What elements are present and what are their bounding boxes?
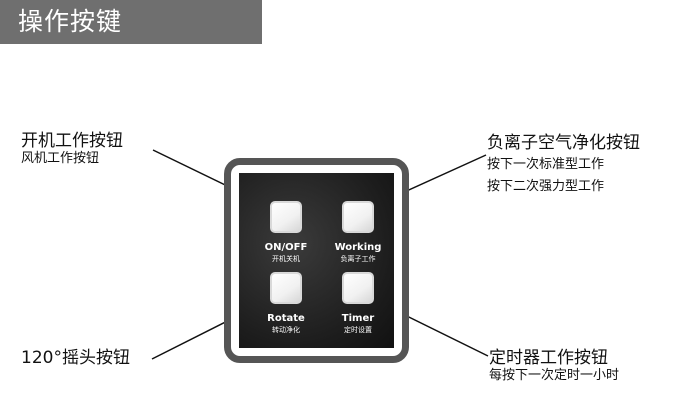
timer-button[interactable]	[342, 272, 374, 304]
annotation-power-sub: 风机工作按钮	[21, 151, 123, 167]
power-button-label: ON/OFF 开机关机	[246, 242, 326, 264]
working-button-label-cn: 负离子工作	[318, 254, 398, 264]
annotation-power-title: 开机工作按钮	[21, 131, 123, 151]
working-button-label: Working 负离子工作	[318, 242, 398, 264]
annotation-power: 开机工作按钮 风机工作按钮	[21, 131, 123, 167]
annotation-timer: 定时器工作按钮 每按下一次定时一小时	[489, 348, 619, 384]
annotation-ion-sub-1: 按下一次标准型工作	[487, 157, 640, 173]
rotate-button-label-cn: 转动净化	[246, 325, 326, 335]
timer-button-label-cn: 定时设置	[318, 325, 398, 335]
rotate-button-label-en: Rotate	[246, 313, 326, 325]
working-button[interactable]	[342, 201, 374, 233]
timer-button-label-en: Timer	[318, 313, 398, 325]
power-button[interactable]	[270, 201, 302, 233]
rotate-button[interactable]	[270, 272, 302, 304]
power-button-label-en: ON/OFF	[246, 242, 326, 254]
power-button-label-cn: 开机关机	[246, 254, 326, 264]
annotation-ion-title: 负离子空气净化按钮	[487, 133, 640, 153]
timer-button-label: Timer 定时设置	[318, 313, 398, 335]
annotation-ion: 负离子空气净化按钮 按下一次标准型工作 按下二次强力型工作	[487, 133, 640, 195]
annotation-rotate: 120°摇头按钮	[21, 348, 130, 368]
working-button-label-en: Working	[318, 242, 398, 254]
annotation-timer-sub: 每按下一次定时一小时	[489, 368, 619, 384]
annotation-rotate-title: 120°摇头按钮	[21, 348, 130, 368]
rotate-button-label: Rotate 转动净化	[246, 313, 326, 335]
annotation-timer-title: 定时器工作按钮	[489, 348, 608, 368]
annotation-ion-sub-2: 按下二次强力型工作	[487, 179, 640, 195]
